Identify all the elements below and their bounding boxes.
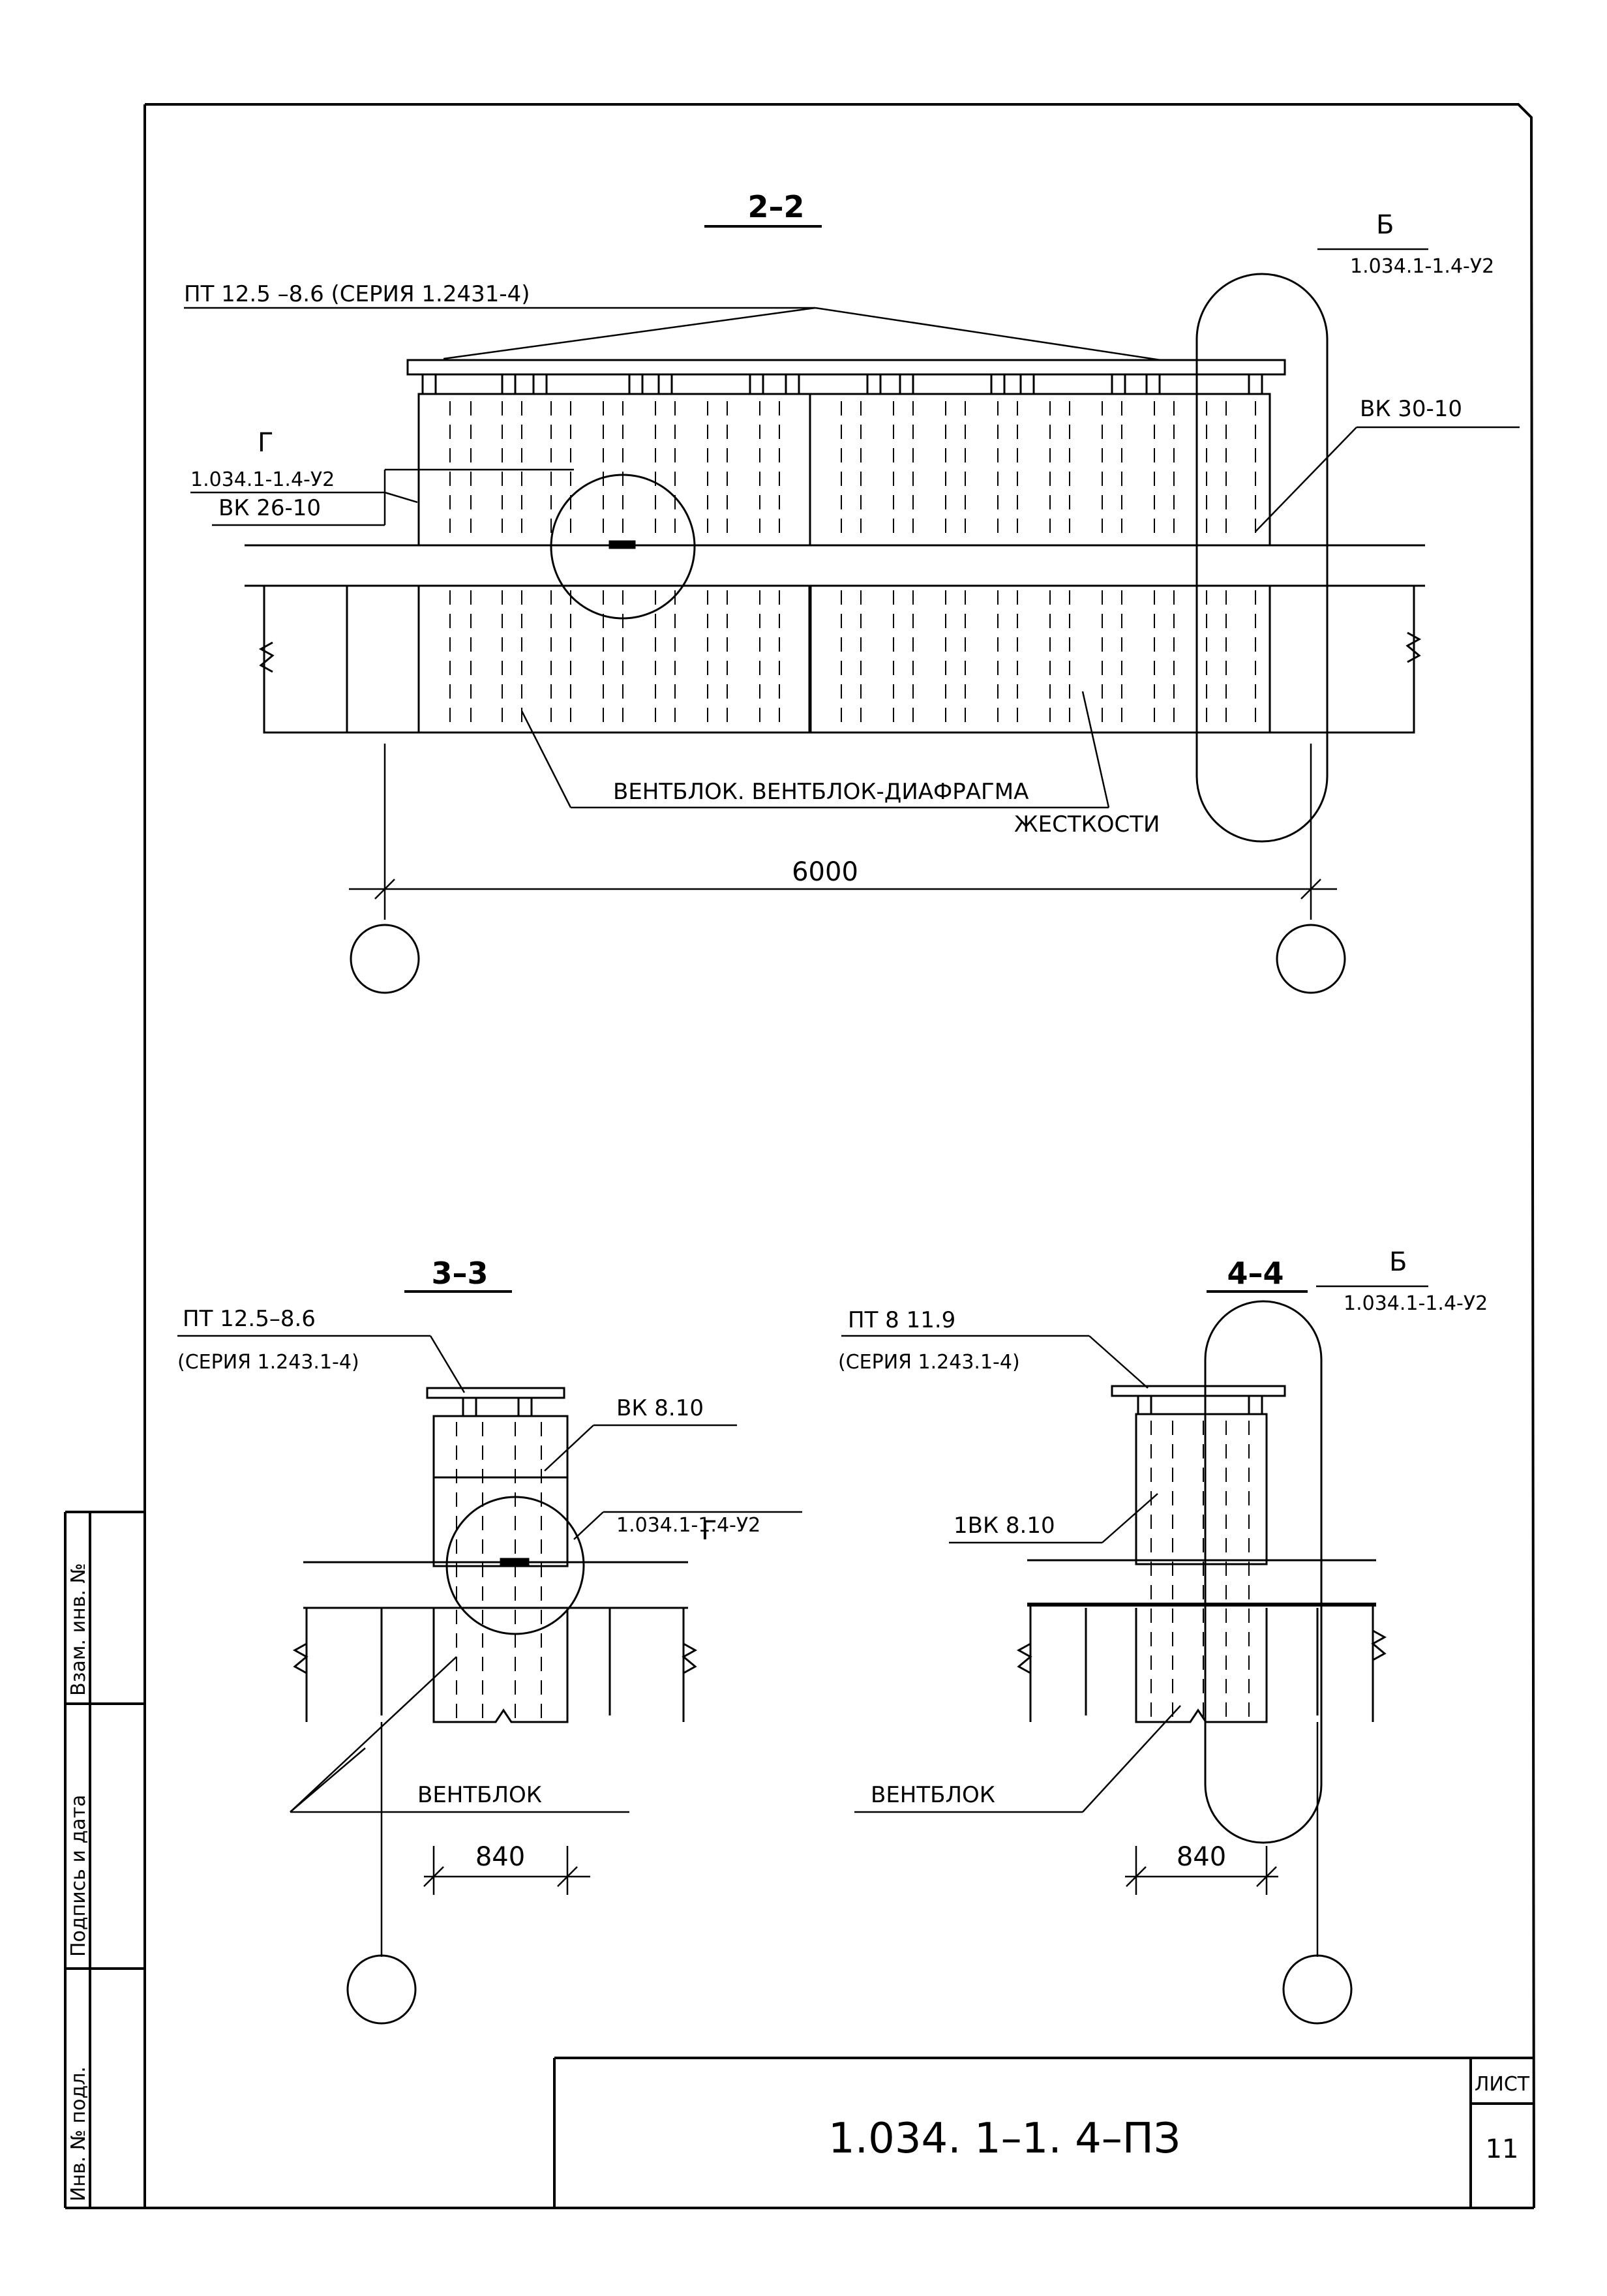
section-4-4-dimension-label: 840: [1177, 1842, 1226, 1872]
section-2-2-lower-wall: [258, 584, 1422, 734]
section-2-2-upper-ducts: [449, 401, 1256, 541]
section-4-4-vk-leader: [949, 1493, 1158, 1544]
section-2-2-callout-g-letter: Г: [258, 428, 273, 458]
section-3-3-callout-g-letter: Г: [701, 1516, 717, 1546]
document-code: 1.034. 1–1. 4–ПЗ: [828, 2115, 1180, 2163]
side-stamp-field-1: Взам. инв. №: [67, 1563, 90, 1696]
section-2-2-vk-left-label: ВК 26-10: [218, 495, 321, 521]
section-4-4: 4–4 ПТ 8 11.9 (СЕРИЯ 1.243.1-4): [838, 1247, 1488, 2025]
section-3-3-callout-g-ref: 1.034.1-1.4-У2: [616, 1514, 760, 1537]
section-4-4-title: 4–4: [1227, 1256, 1284, 1291]
section-4-4-dimension: [1125, 1722, 1319, 1957]
section-3-3-slab-label-1: ПТ 12.5–8.6: [183, 1306, 316, 1332]
section-3-3-ventblok-leader: [290, 1656, 629, 1813]
section-3-3-axis-bubble: [346, 1954, 417, 2025]
section-3-3-ducts: [456, 1422, 542, 1719]
section-3-3-detail-circle-g: [445, 1496, 585, 1635]
section-4-4-detail-capsule-b: [1204, 1300, 1323, 1844]
section-4-4-slab-label-2: (СЕРИЯ 1.243.1-4): [838, 1351, 1020, 1374]
section-4-4-slab-label-1: ПТ 8 11.9: [848, 1307, 955, 1333]
section-2-2-callout-b-letter: Б: [1376, 210, 1394, 240]
section-3-3-ventblok-label: ВЕНТБЛОК: [417, 1782, 542, 1808]
section-2-2-ventblok-leader: [520, 691, 1110, 809]
section-4-4-slab-leader: [841, 1335, 1149, 1389]
section-4-4-vk-label: 1ВК 8.10: [954, 1513, 1055, 1539]
title-block: 1.034. 1–1. 4–ПЗ ЛИСТ 11: [553, 2057, 1534, 2208]
section-3-3-title: 3–3: [431, 1256, 488, 1291]
section-4-4-callout-b-letter: Б: [1389, 1247, 1407, 1277]
section-2-2-callout-b-ref: 1.034.1-1.4-У2: [1350, 255, 1494, 278]
section-3-3-dimension-label: 840: [475, 1842, 525, 1872]
section-2-2-vk-right-label: ВК 30-10: [1360, 396, 1462, 422]
section-4-4-ventblok-leader: [854, 1705, 1181, 1813]
section-2-2-ventblok-label-1: ВЕНТБЛОК. ВЕНТБЛОК-ДИАФРАГМА: [613, 779, 1029, 805]
section-3-3-callout-g-leader: [573, 1511, 802, 1540]
section-2-2-vk-right-leader: [1255, 426, 1520, 532]
section-3-3-vk-leader: [544, 1424, 737, 1472]
section-2-2-callout-g-ref: 1.034.1-1.4-У2: [190, 468, 335, 491]
side-stamp: Взам. инв. № Подпись и дата Инв. № подл.: [64, 1511, 146, 2209]
section-2-2-title: 2–2: [747, 189, 804, 224]
sheet-number: 11: [1486, 2134, 1519, 2164]
side-stamp-field-3: Инв. № подл.: [67, 2066, 90, 2201]
section-2-2-axis-bubble-left: [350, 924, 420, 994]
section-3-3-dimension: [380, 1722, 590, 1957]
section-2-2-lower-ducts: [449, 590, 1256, 729]
section-2-2-floor-slab: [245, 540, 1425, 587]
section-2-2-detail-circle-g: [550, 474, 696, 620]
section-3-3-roof-slab: [426, 1387, 565, 1417]
side-stamp-field-2: Подпись и дата: [67, 1795, 90, 1957]
section-4-4-roof-slab: [1111, 1385, 1286, 1415]
section-2-2-axis-bubble-right: [1276, 924, 1346, 994]
sheet-frame: [143, 103, 1535, 2209]
sheet-label: ЛИСТ: [1475, 2073, 1530, 2096]
section-2-2-slab-label: ПТ 12.5 –8.6 (СЕРИЯ 1.2431-4): [184, 281, 530, 307]
section-4-4-ducts: [1150, 1421, 1250, 1719]
section-3-3-slab-label-2: (СЕРИЯ 1.243.1-4): [177, 1351, 359, 1374]
section-2-2-slab-leader: [184, 307, 1162, 361]
section-2-2-roof-slab: [406, 359, 1286, 395]
section-2-2-detail-capsule-b: [1195, 273, 1329, 843]
section-3-3-vk-label: ВК 8.10: [616, 1395, 704, 1421]
section-4-4-wall: [1016, 1413, 1387, 1723]
section-4-4-axis-bubble: [1282, 1954, 1353, 2025]
section-3-3-wall: [292, 1415, 698, 1723]
section-4-4-callout-b-ref: 1.034.1-1.4-У2: [1344, 1292, 1488, 1315]
section-3-3: 3–3 ПТ 12.5–8.6 (СЕРИЯ 1.243.1-4): [177, 1256, 802, 2025]
section-2-2-dimension: [349, 744, 1337, 920]
section-2-2-callout-g-leader: [190, 468, 574, 526]
section-2-2-dimension-label: 6000: [792, 857, 858, 887]
section-4-4-ventblok-label: ВЕНТБЛОК: [871, 1782, 995, 1808]
section-2-2: 2–2 ПТ 12.5 –8.6 (СЕРИЯ 1.2431-4): [184, 189, 1520, 994]
section-2-2-ventblok-label-2: ЖЕСТКОСТИ: [1014, 811, 1160, 838]
section-3-3-slab-leader: [177, 1335, 466, 1393]
